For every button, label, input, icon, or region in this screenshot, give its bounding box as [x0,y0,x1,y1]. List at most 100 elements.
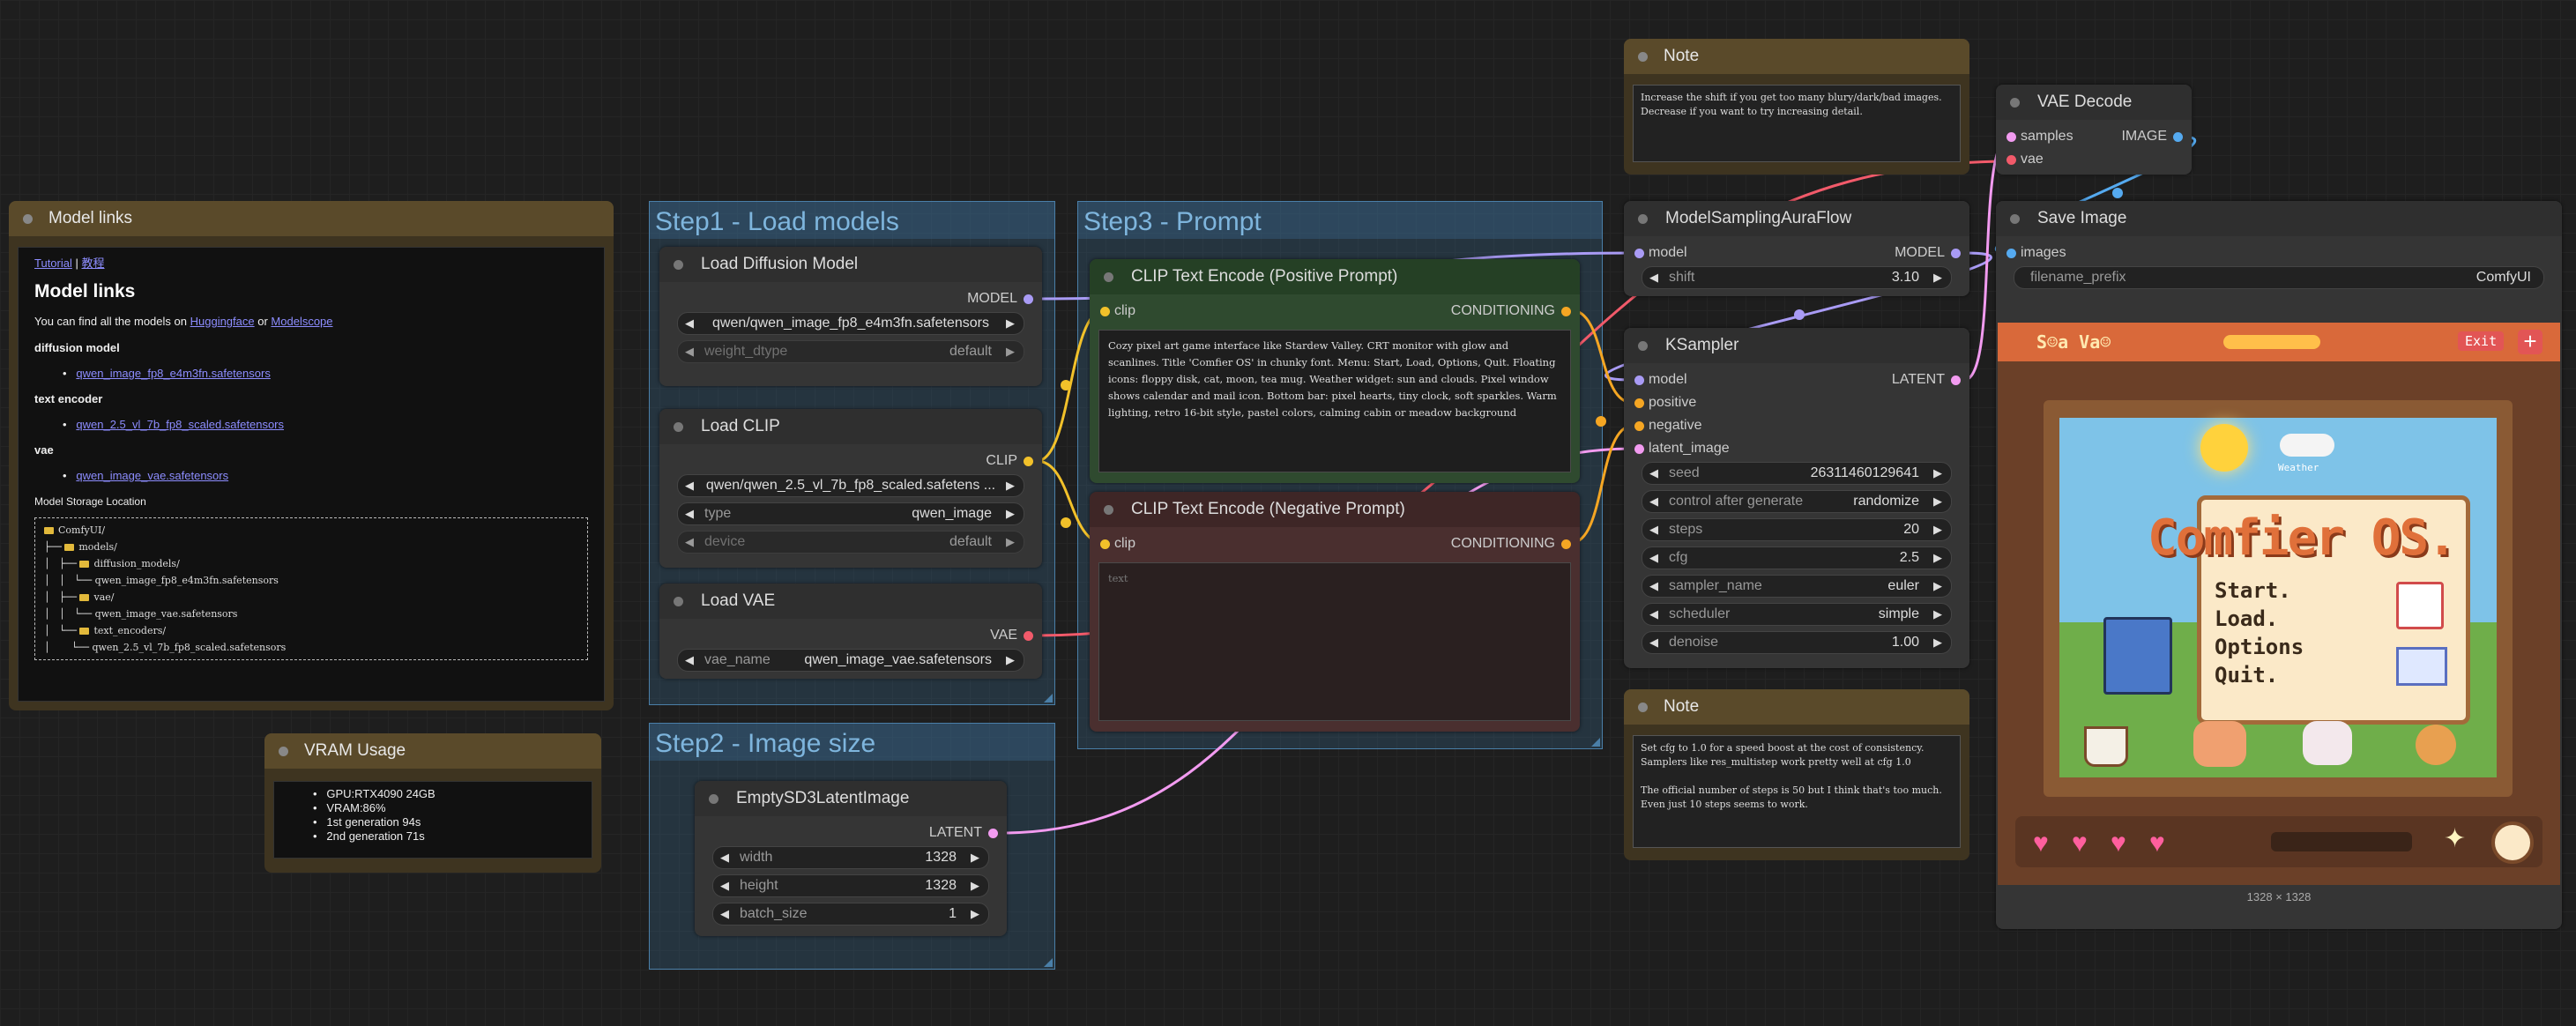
node-header[interactable]: Note [1624,689,1969,725]
conditioning-output-dot[interactable] [1561,307,1571,316]
vae-input-dot[interactable] [2006,155,2016,165]
positive-input-dot[interactable] [1634,398,1644,408]
unet-name-combo[interactable]: ◀qwen/qwen_image_fp8_e4m3fn.safetensors▶ [677,312,1024,335]
clip-input-dot[interactable] [1100,307,1110,316]
conditioning-output[interactable]: CONDITIONING [1451,303,1571,319]
prev-arrow-icon[interactable]: ◀ [1649,494,1658,508]
image-output[interactable]: IMAGE [2121,129,2183,145]
clip-input-dot[interactable] [1100,539,1110,549]
output-image-preview[interactable]: Weather S☺a Va☺ Exit + Comfier OS. Start… [1998,323,2560,885]
node-header[interactable]: CLIP Text Encode (Negative Prompt) [1090,492,1580,527]
increment-arrow-icon[interactable]: ▶ [971,879,979,892]
negative-prompt-textarea[interactable]: text [1098,562,1571,721]
load-clip-node[interactable]: Load CLIP CLIP ◀qwen/qwen_2.5_vl_7b_fp8_… [659,409,1042,568]
node-header[interactable]: CLIP Text Encode (Positive Prompt) [1090,259,1580,294]
node-header[interactable]: Model links [9,201,614,236]
latent-output-dot[interactable] [988,829,998,838]
model-input-dot[interactable] [1634,375,1644,385]
collapse-dot-icon[interactable] [23,213,33,224]
node-header[interactable]: Save Image [1996,201,2562,236]
negative-input-dot[interactable] [1634,421,1644,431]
decrement-arrow-icon[interactable]: ◀ [1649,466,1658,480]
prev-arrow-icon[interactable]: ◀ [685,507,694,520]
huggingface-link[interactable]: Huggingface [190,315,255,328]
model-output[interactable]: MODEL [967,291,1033,307]
encoder-file-link[interactable]: qwen_2.5_vl_7b_fp8_scaled.safetensors [76,418,285,431]
negative-prompt-node[interactable]: CLIP Text Encode (Negative Prompt) clip … [1090,492,1580,732]
images-input[interactable]: images [2006,245,2066,261]
prev-arrow-icon[interactable]: ◀ [685,345,694,358]
next-arrow-icon[interactable]: ▶ [1006,345,1015,358]
next-arrow-icon[interactable]: ▶ [1933,494,1942,508]
cfg-note-text[interactable]: Set cfg to 1.0 for a speed boost at the … [1633,735,1961,848]
reroute-dot[interactable] [1061,517,1071,528]
collapse-dot-icon[interactable] [1638,340,1648,351]
next-arrow-icon[interactable]: ▶ [1006,479,1015,492]
node-header[interactable]: Note [1624,39,1969,74]
image-output-dot[interactable] [2173,132,2183,142]
next-arrow-icon[interactable]: ▶ [1006,535,1015,548]
increment-arrow-icon[interactable]: ▶ [1933,551,1942,564]
model-output[interactable]: MODEL [1895,245,1961,261]
clip-name-combo[interactable]: ◀qwen/qwen_2.5_vl_7b_fp8_scaled.safetens… [677,474,1024,497]
decrement-arrow-icon[interactable]: ◀ [720,879,729,892]
reroute-dot[interactable] [1794,309,1805,320]
next-arrow-icon[interactable]: ▶ [1933,607,1942,621]
model-input[interactable]: model [1634,245,1687,261]
increment-arrow-icon[interactable]: ▶ [1933,523,1942,536]
modelscope-link[interactable]: Modelscope [271,315,333,328]
decrement-arrow-icon[interactable]: ◀ [1649,551,1658,564]
shift-note-node[interactable]: Note Increase the shift if you get too m… [1624,39,1969,175]
collapse-dot-icon[interactable] [709,793,718,804]
group-resize-handle[interactable] [1044,958,1053,967]
prev-arrow-icon[interactable]: ◀ [685,653,694,666]
group-resize-handle[interactable] [1591,738,1600,747]
samples-input[interactable]: samples [2006,129,2073,145]
vae-input[interactable]: vae [2006,152,2044,167]
diffusion-file-link[interactable]: qwen_image_fp8_e4m3fn.safetensors [76,367,271,380]
node-header[interactable]: VAE Decode [1996,85,2192,120]
decrement-arrow-icon[interactable]: ◀ [1649,523,1658,536]
latent-output[interactable]: LATENT [929,825,998,841]
positive-input[interactable]: positive [1634,395,1696,411]
model-sampling-auraflow-node[interactable]: ModelSamplingAuraFlow model MODEL ◀shift… [1624,201,1969,296]
latent-output[interactable]: LATENT [1892,372,1961,388]
latent-image-input[interactable]: latent_image [1634,441,1730,457]
increment-arrow-icon[interactable]: ▶ [971,907,979,920]
shift-note-text[interactable]: Increase the shift if you get too many b… [1633,85,1961,162]
clip-input[interactable]: clip [1100,536,1135,552]
collapse-dot-icon[interactable] [2010,97,2020,108]
collapse-dot-icon[interactable] [674,596,683,606]
load-diffusion-model-node[interactable]: Load Diffusion Model MODEL ◀qwen/qwen_im… [659,247,1042,386]
vae-output[interactable]: VAE [990,628,1033,643]
samples-input-dot[interactable] [2006,132,2016,142]
images-input-dot[interactable] [2006,249,2016,258]
latent-image-input-dot[interactable] [1634,444,1644,454]
clip-output-dot[interactable] [1024,457,1033,466]
vae-file-link[interactable]: qwen_image_vae.safetensors [76,469,229,482]
node-header[interactable]: VRAM Usage [264,733,601,769]
model-output-dot[interactable] [1024,294,1033,304]
decrement-arrow-icon[interactable]: ◀ [720,851,729,864]
model-output-dot[interactable] [1951,249,1961,258]
node-header[interactable]: KSampler [1624,328,1969,363]
node-header[interactable]: EmptySD3LatentImage [695,781,1007,816]
latent-output-dot[interactable] [1951,375,1961,385]
node-header[interactable]: ModelSamplingAuraFlow [1624,201,1969,236]
tutorial-link[interactable]: Tutorial [34,256,72,270]
next-arrow-icon[interactable]: ▶ [1006,316,1015,330]
